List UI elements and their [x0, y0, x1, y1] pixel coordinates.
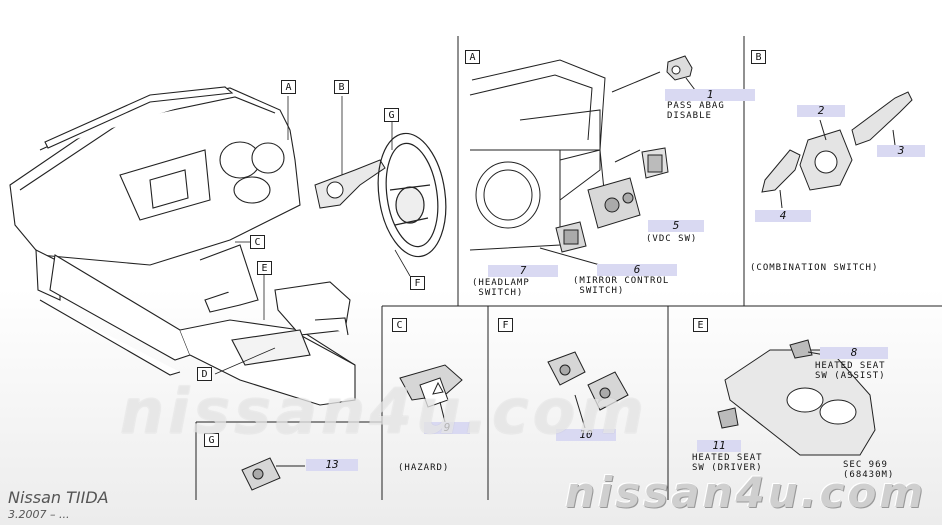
- hazard-caption: (HAZARD): [398, 463, 450, 473]
- part-1-drawing: [666, 55, 696, 91]
- part-4-number: 4: [755, 210, 811, 222]
- part-11-label: HEATED SEAT SW (DRIVER): [692, 453, 763, 473]
- combination-switch-caption: (COMBINATION SWITCH): [750, 263, 879, 273]
- panel-g-label: G: [204, 433, 219, 447]
- part-6-number: 6: [597, 264, 677, 276]
- brand-date: 3.2007 – ...: [8, 508, 70, 521]
- panel-f-drawing: [547, 351, 629, 429]
- callout-c: C: [250, 235, 265, 249]
- part-7-drawing: [555, 221, 587, 253]
- watermark-center: nissan4u.com: [120, 375, 648, 448]
- panel-g-drawing: [241, 457, 305, 491]
- part-6-label: (MIRROR CONTROL SWITCH): [573, 276, 670, 296]
- panel-f-label: F: [498, 318, 513, 332]
- part-10-number: 10: [556, 429, 616, 441]
- callout-g: G: [384, 108, 399, 122]
- watermark-bottom: nissan4u.com: [565, 468, 927, 517]
- part-8-label: HEATED SEAT SW (ASSIST): [815, 361, 886, 381]
- part-5-drawing: [614, 147, 669, 179]
- callout-a: A: [281, 80, 296, 94]
- callout-f: F: [410, 276, 425, 290]
- part-1-number: 1: [665, 89, 755, 101]
- part-3-number: 3: [877, 145, 925, 157]
- part-7-label: (HEADLAMP SWITCH): [472, 278, 530, 298]
- panel-a-label: A: [465, 50, 480, 64]
- part-1-label: PASS ABAG DISABLE: [667, 101, 725, 121]
- panel-c-drawing: [399, 364, 463, 423]
- panel-e-drawing: [717, 339, 876, 456]
- panel-e-label: E: [693, 318, 708, 332]
- part-13-number: 13: [306, 459, 358, 471]
- part-5-label: (VDC SW): [646, 234, 698, 244]
- overview-combination-switch: [314, 159, 386, 209]
- panel-b-drawing: [761, 91, 913, 209]
- part-6-drawing: [587, 177, 641, 229]
- section-reference: SEC 969 (68430M): [843, 460, 895, 480]
- panel-dividers: [195, 36, 942, 500]
- part-11-number: 11: [697, 440, 741, 452]
- panel-c-label: C: [392, 318, 407, 332]
- brand-model: Nissan TIIDA: [8, 488, 109, 507]
- part-2-number: 2: [797, 105, 845, 117]
- panel-b-label: B: [751, 50, 766, 64]
- steering-wheel: [377, 132, 447, 258]
- callout-b: B: [334, 80, 349, 94]
- part-7-number: 7: [488, 265, 558, 277]
- part-8-number: 8: [820, 347, 888, 359]
- panel-a-drawing: [469, 59, 661, 266]
- overview-leaders: [214, 96, 411, 375]
- callout-d: D: [197, 367, 212, 381]
- callout-e: E: [257, 261, 272, 275]
- part-9-number: 9: [424, 422, 470, 434]
- part-5-number: 5: [648, 220, 704, 232]
- dashboard-drawing: [9, 86, 356, 406]
